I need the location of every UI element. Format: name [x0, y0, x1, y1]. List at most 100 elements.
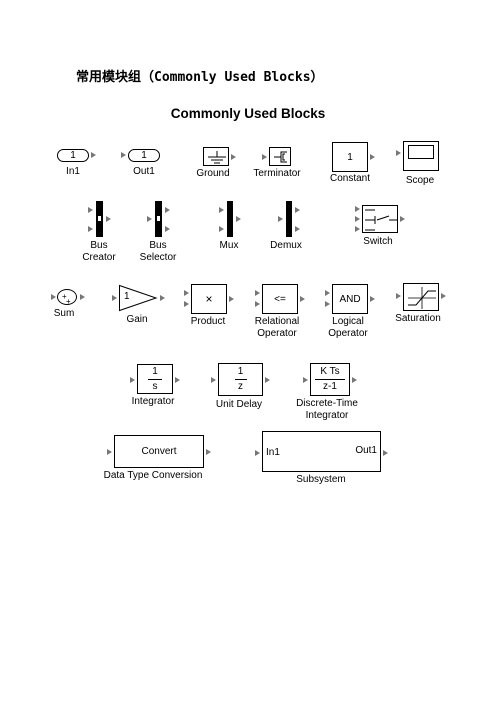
gain-output-port — [160, 295, 165, 301]
subsystem-block[interactable]: In1 Out1 — [262, 431, 381, 472]
subsystem-in-port-label: In1 — [266, 447, 280, 458]
integrator-transfer-function: 1 s — [148, 365, 162, 392]
bus-creator-block[interactable] — [96, 201, 103, 237]
dt-integrator-numerator: K Ts — [320, 366, 340, 377]
bus-selector-icon — [156, 215, 161, 222]
terminator-block[interactable] — [269, 147, 291, 166]
ground-output-port — [231, 154, 236, 160]
switch-label: Switch — [363, 236, 393, 247]
product-block[interactable]: × — [191, 284, 227, 314]
saturation-block[interactable] — [403, 283, 439, 311]
unit-delay-denominator: z — [238, 381, 243, 392]
demux-block[interactable] — [286, 201, 292, 237]
mux-input-port-1 — [219, 207, 224, 213]
gain-label: Gain — [126, 314, 148, 325]
discrete-time-integrator-block[interactable]: K Ts z-1 — [310, 363, 350, 396]
saturation-icon — [408, 287, 436, 309]
ground-icon — [208, 151, 226, 164]
integrator-input-port — [130, 377, 135, 383]
integrator-output-port — [175, 377, 180, 383]
integrator-label: Integrator — [131, 396, 175, 407]
logical-output-port — [370, 296, 375, 302]
dt-integrator-input-port — [303, 377, 308, 383]
logical-input-port-1 — [325, 290, 330, 296]
in1-block[interactable]: 1 — [57, 149, 89, 162]
switch-block[interactable] — [362, 205, 398, 233]
data-type-conversion-block[interactable]: Convert — [114, 435, 204, 468]
unit-delay-label: Unit Delay — [215, 399, 263, 410]
logical-input-port-2 — [325, 301, 330, 307]
library-title: Commonly Used Blocks — [170, 106, 326, 121]
bus-selector-label-text: Bus Selector — [139, 240, 177, 263]
bus-selector-output-port-1 — [165, 207, 170, 213]
constant-label: Constant — [329, 173, 371, 184]
out1-block[interactable]: 1 — [128, 149, 160, 162]
switch-input-port-3 — [355, 226, 360, 232]
relational-output-port — [300, 296, 305, 302]
in1-output-port — [91, 152, 96, 158]
demux-input-port — [278, 216, 283, 222]
in1-label: In1 — [66, 166, 80, 177]
unit-delay-output-port — [265, 377, 270, 383]
sum-output-port — [80, 294, 85, 300]
scope-block[interactable] — [403, 141, 439, 171]
ground-label: Ground — [196, 168, 230, 179]
bus-selector-input-port — [147, 216, 152, 222]
integrator-numerator: 1 — [152, 365, 158, 377]
unit-delay-numerator: 1 — [237, 366, 244, 377]
terminator-input-port — [262, 154, 267, 160]
logical-operator-label: Logical Operator — [328, 316, 367, 340]
gain-input-port — [112, 295, 117, 301]
logical-operator-block[interactable]: AND — [332, 284, 368, 314]
logical-operator-label-text: Logical Operator — [328, 316, 368, 339]
integrator-block[interactable]: 1 s — [137, 364, 173, 394]
dt-integrator-denominator: z-1 — [323, 381, 337, 392]
unit-delay-block[interactable]: 1 z — [218, 363, 263, 396]
product-label: Product — [190, 316, 226, 327]
relational-operator-label: Relational Operator — [255, 316, 299, 340]
dt-integrator-transfer-function: K Ts z-1 — [315, 367, 345, 392]
sum-block[interactable]: + + — [57, 289, 77, 306]
demux-label: Demux — [270, 240, 302, 251]
product-output-port — [229, 296, 234, 302]
integrator-denominator: s — [152, 380, 158, 392]
bus-selector-block[interactable] — [155, 201, 162, 237]
subsystem-label: Subsystem — [296, 474, 346, 485]
convert-text: Convert — [141, 446, 177, 457]
relational-operator-block[interactable]: <= — [262, 284, 298, 314]
bus-creator-output-port — [106, 216, 111, 222]
subsystem-output-port — [383, 450, 388, 456]
bus-creator-icon — [97, 215, 102, 222]
product-symbol: × — [205, 292, 213, 306]
saturation-label: Saturation — [395, 313, 441, 324]
scope-screen-icon — [408, 145, 434, 159]
saturation-input-port — [396, 293, 401, 299]
bus-creator-input-port-1 — [88, 207, 93, 213]
constant-output-port — [370, 154, 375, 160]
sum-input-port — [51, 294, 56, 300]
relational-symbol: <= — [274, 293, 286, 305]
in1-value: 1 — [70, 150, 76, 161]
logical-symbol: AND — [339, 293, 361, 305]
data-type-conversion-label: Data Type Conversion — [103, 470, 203, 481]
ground-block[interactable] — [203, 147, 229, 166]
gain-block[interactable] — [119, 284, 159, 312]
mux-block[interactable] — [227, 201, 233, 237]
discrete-time-integrator-label: Discrete-Time Integrator — [296, 398, 358, 422]
dt-integrator-label-text: Discrete-Time Integrator — [296, 398, 358, 421]
terminator-icon — [274, 151, 287, 163]
scope-input-port — [396, 150, 401, 156]
switch-input-port-1 — [355, 206, 360, 212]
relational-operator-label-text: Relational Operator — [254, 316, 300, 339]
switch-input-port-2 — [355, 216, 360, 222]
sum-label: Sum — [53, 308, 75, 319]
constant-block[interactable]: 1 — [332, 142, 368, 172]
scope-label: Scope — [405, 175, 435, 186]
convert-input-port — [107, 449, 112, 455]
relational-input-port-2 — [255, 301, 260, 307]
gain-value: 1 — [124, 291, 130, 302]
demux-output-port-2 — [295, 226, 300, 232]
out1-label: Out1 — [133, 166, 155, 177]
convert-output-port — [206, 449, 211, 455]
terminator-label: Terminator — [253, 168, 301, 179]
